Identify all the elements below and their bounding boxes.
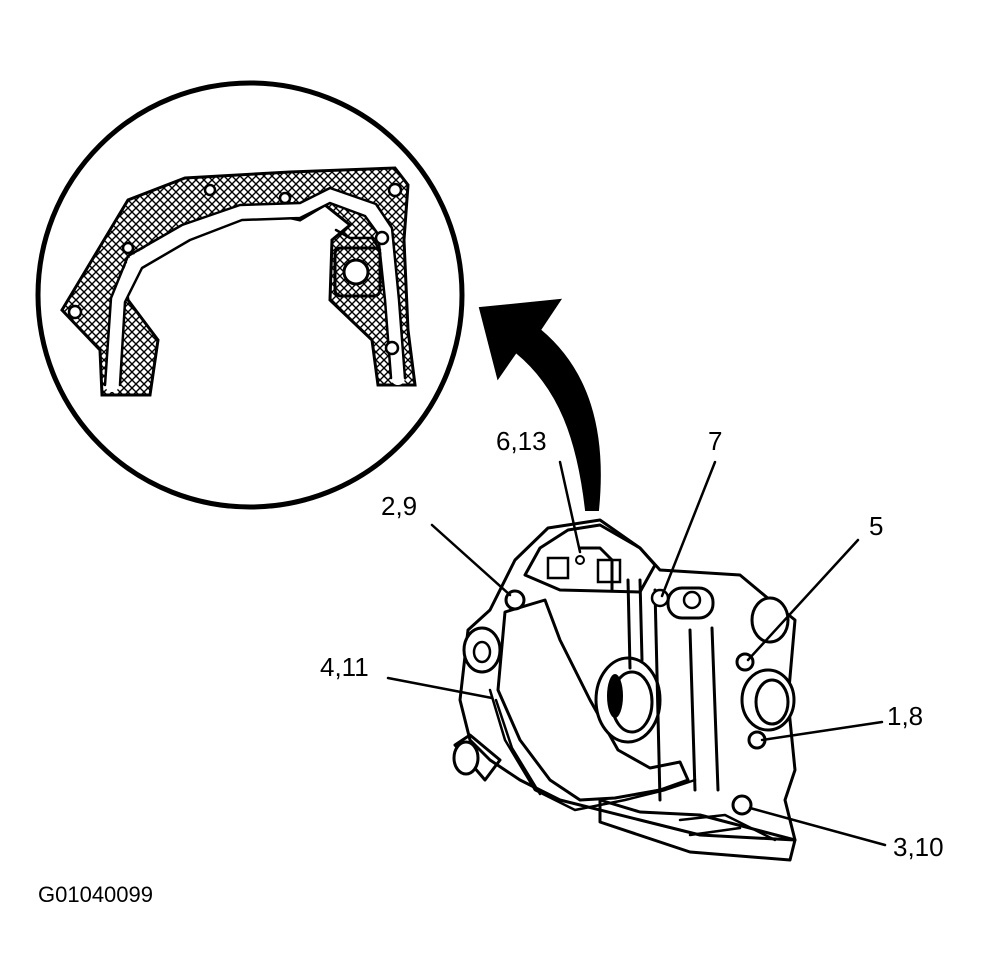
callout-2-9: 2,9 [381,491,417,521]
callout-7: 7 [708,426,722,456]
callout-4-11: 4,11 [320,652,369,682]
figure-code: G01040099 [38,882,153,907]
curved-arrow [478,298,601,511]
callout-6-13: 6,13 [496,426,547,456]
leader-lines [386,460,887,847]
detail-magnifier [35,80,465,510]
callout-5: 5 [869,511,883,541]
callout-3-10: 3,10 [893,832,944,862]
gasket-outline [60,166,417,397]
callout-1-8: 1,8 [887,701,923,731]
engine-cover-drawing [452,518,797,862]
